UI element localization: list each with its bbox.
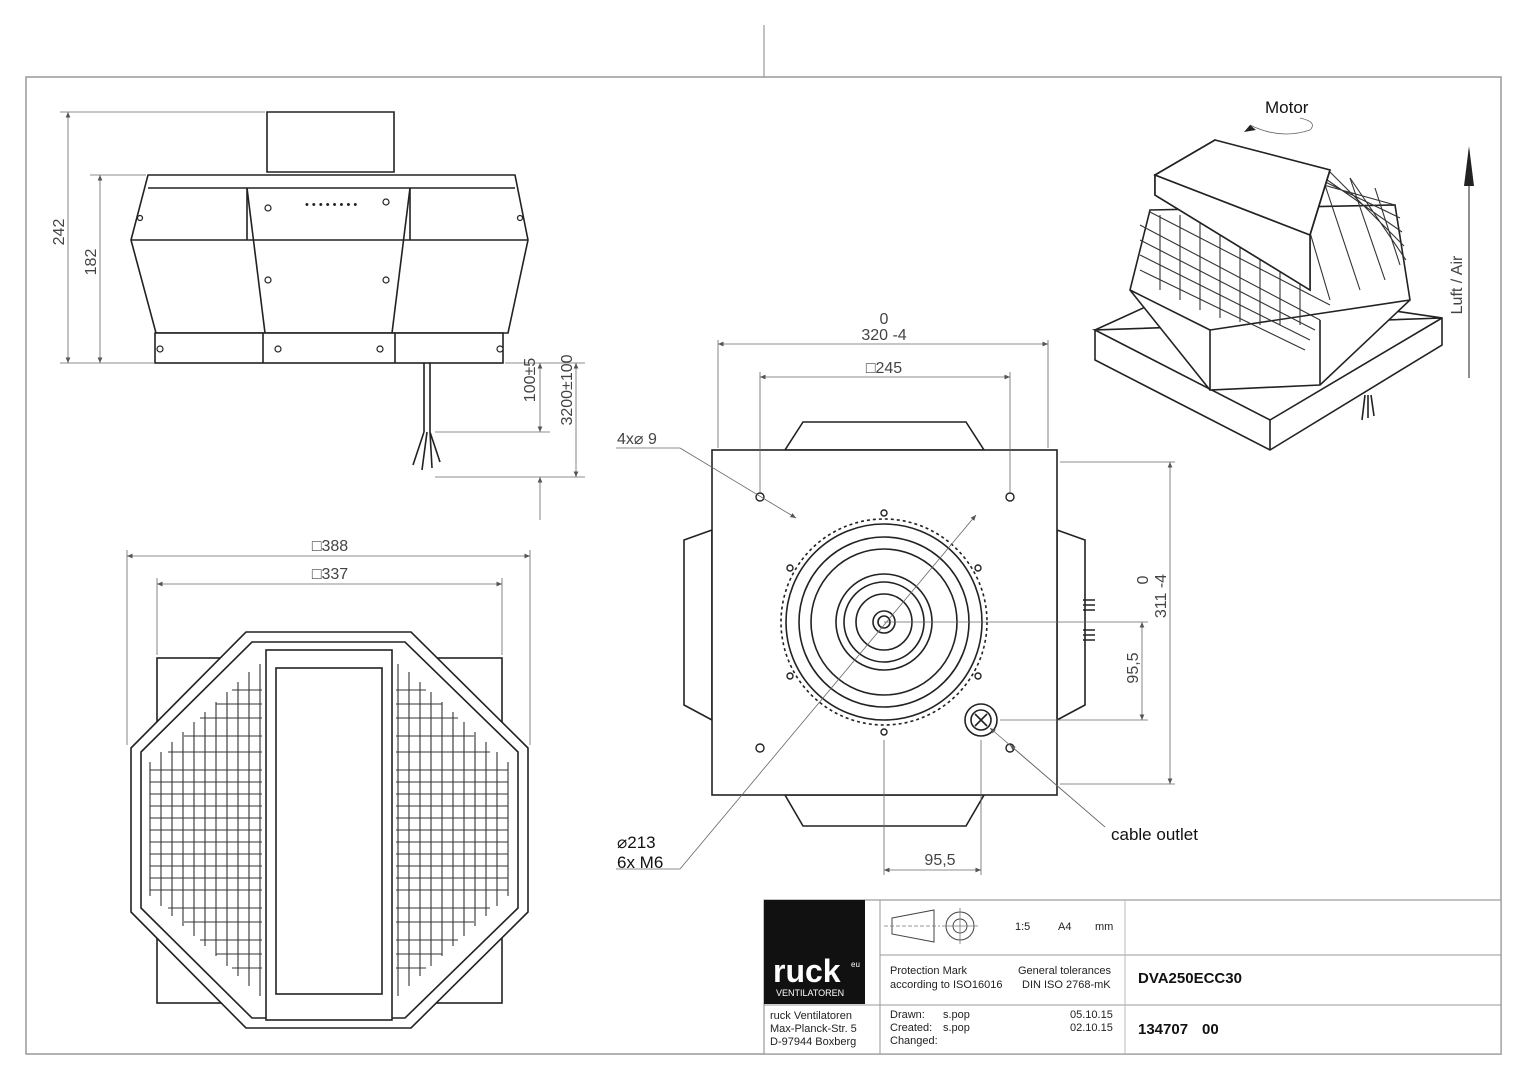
svg-text:VENTILATOREN: VENTILATOREN xyxy=(776,988,844,998)
dim-height-body: 182 xyxy=(83,249,100,276)
dim-flange-square: □245 xyxy=(866,360,902,377)
svg-text:s.pop: s.pop xyxy=(943,1009,970,1021)
company-logo xyxy=(764,900,865,1004)
revision: 00 xyxy=(1202,1021,1219,1038)
svg-text:Changed:: Changed: xyxy=(890,1035,938,1047)
label-holes: 4x⌀ 9 xyxy=(617,431,657,448)
svg-text:Max-Planck-Str. 5: Max-Planck-Str. 5 xyxy=(770,1023,857,1035)
side-view: • • • • • • • • 242 182 100±5 3200±100 xyxy=(51,111,585,520)
svg-text:according to ISO16016: according to ISO16016 xyxy=(890,979,1003,991)
svg-text:05.10.15: 05.10.15 xyxy=(1070,1009,1113,1021)
dim-height-main: 311 -4 xyxy=(1153,574,1170,618)
svg-text:DIN ISO 2768-mK: DIN ISO 2768-mK xyxy=(1022,979,1111,991)
svg-text:eu: eu xyxy=(851,960,860,969)
dim-outer-square: □388 xyxy=(312,538,348,555)
label-cable-outlet: cable outlet xyxy=(1111,825,1198,844)
svg-text:D-97944 Boxberg: D-97944 Boxberg xyxy=(770,1036,856,1048)
svg-text:1:5: 1:5 xyxy=(1015,921,1030,933)
dim-offset-vertical: 95,5 xyxy=(1125,652,1142,683)
label-bolts: 6x M6 xyxy=(617,853,663,872)
label-air: Luft / Air xyxy=(1449,255,1466,314)
drawing-number: 134707 xyxy=(1138,1021,1188,1038)
svg-text:mm: mm xyxy=(1095,921,1113,933)
svg-text:Protection Mark: Protection Mark xyxy=(890,965,968,977)
title-block: ruck eu VENTILATOREN 1:5 A4 mm Protectio… xyxy=(763,899,1502,1055)
dim-height-total: 242 xyxy=(51,219,68,246)
label-motor: Motor xyxy=(1265,98,1309,117)
svg-text:A4: A4 xyxy=(1058,921,1071,933)
projection-symbol-icon xyxy=(884,908,978,944)
dim-height-tol-top: 0 xyxy=(1135,575,1152,584)
svg-text:General tolerances: General tolerances xyxy=(1018,965,1111,977)
dim-offset-horizontal: 95,5 xyxy=(924,852,955,869)
svg-text:ruck Ventilatoren: ruck Ventilatoren xyxy=(770,1010,852,1022)
product-code: DVA250ECC30 xyxy=(1138,970,1242,987)
svg-text:Drawn:: Drawn: xyxy=(890,1009,925,1021)
iso-view: Motor Luft / Air xyxy=(1091,98,1474,451)
dim-width-main: 320 -4 xyxy=(861,327,906,344)
svg-text:Created:: Created: xyxy=(890,1022,932,1034)
svg-text:s.pop: s.pop xyxy=(943,1022,970,1034)
dim-cable-length: 3200±100 xyxy=(559,354,576,425)
dim-cable-offset: 100±5 xyxy=(522,358,539,402)
label-bolt-circle: ⌀213 xyxy=(617,833,656,852)
dim-inner-square: □337 xyxy=(312,566,348,583)
bottom-view: 0 320 -4 □245 0 311 -4 95,5 95,5 4x⌀ 9 ⌀… xyxy=(616,311,1198,875)
svg-text:ruck: ruck xyxy=(773,953,841,989)
top-view: □388 □337 xyxy=(126,538,531,1029)
svg-text:• • • • • • • •: • • • • • • • • xyxy=(305,199,357,211)
dim-width-tol-top: 0 xyxy=(880,311,889,328)
svg-text:02.10.15: 02.10.15 xyxy=(1070,1022,1113,1034)
